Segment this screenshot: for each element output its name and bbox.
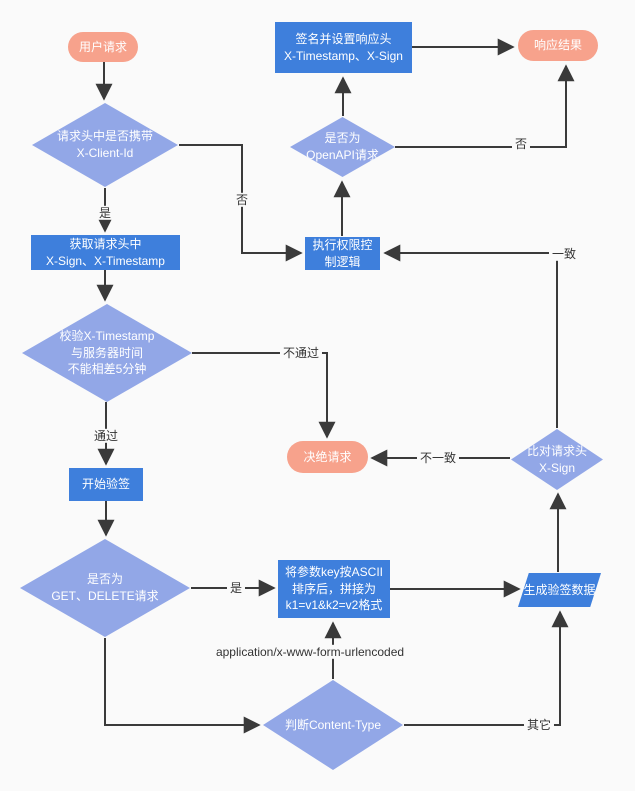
node-get-headers: 获取请求头中 X-Sign、X-Timestamp: [31, 235, 180, 270]
node-start-verify: 开始验签: [69, 468, 143, 501]
edge-label-fail: 不通过: [279, 345, 323, 361]
edge-openapi-no-to-response: [395, 64, 575, 148]
node-reject-request: 决绝请求: [287, 441, 368, 473]
edge-label-no-client: 否: [232, 192, 252, 208]
edge-label-yes-client: 是: [95, 205, 115, 221]
node-perm-control: 执行权限控 制逻辑: [305, 237, 380, 270]
node-sort-params: 将参数key按ASCII 排序后，拼接为 k1=v1&k2=v2格式: [278, 560, 390, 618]
node-response-result: 响应结果: [518, 30, 598, 61]
edge-label-match: 一致: [548, 246, 580, 262]
edge-label-mismatch: 不一致: [416, 450, 460, 466]
edge-contenttype-other-to-gendata: [404, 610, 569, 726]
edge-comparesign-match-to-perm: [383, 244, 558, 428]
node-sign-response: 签名并设置响应头 X-Timestamp、X-Sign: [275, 22, 412, 73]
node-gen-sign-data: 生成验签数据: [518, 573, 601, 607]
edge-getdelete-to-contenttype: [104, 638, 261, 734]
edge-label-yes-get: 是: [226, 580, 246, 596]
edge-checktimestamp-fail-to-reject: [192, 352, 336, 439]
edge-label-pass: 通过: [90, 428, 122, 444]
edge-label-other: 其它: [523, 717, 555, 733]
node-user-request: 用户请求: [68, 32, 138, 62]
edge-label-no-openapi: 否: [511, 136, 531, 152]
edge-label-form-urlencoded: application/x-www-form-urlencoded: [212, 644, 408, 660]
